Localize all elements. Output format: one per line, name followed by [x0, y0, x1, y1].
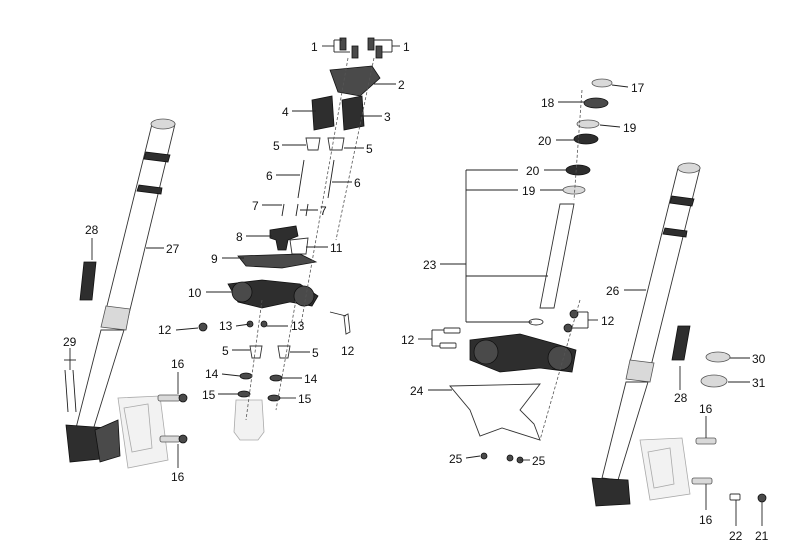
part-9-plate — [237, 253, 318, 269]
part-8-mount — [269, 225, 299, 251]
callout-labels: 1 1 2 3 4 5 5 6 6 7 7 8 11 9 10 12 12 13… — [63, 40, 769, 543]
callout-26: 26 — [606, 284, 620, 298]
part-21 — [757, 493, 767, 503]
steering-stem-ghost — [233, 399, 265, 441]
callout-7: 7 — [252, 199, 259, 213]
callout-14: 14 — [205, 367, 219, 381]
part-3-riser — [341, 95, 365, 131]
callout-7: 7 — [320, 204, 327, 218]
callout-11: 11 — [330, 241, 343, 255]
callout-9: 9 — [211, 252, 218, 266]
part-19-lower — [562, 185, 586, 195]
part-22 — [729, 493, 741, 501]
callout-4: 4 — [282, 105, 289, 119]
part-28-left — [79, 261, 97, 301]
callout-5: 5 — [312, 346, 319, 360]
left-fork-leg — [65, 118, 176, 469]
callout-31: 31 — [752, 376, 766, 390]
callout-12: 12 — [341, 344, 355, 358]
callout-25: 25 — [449, 452, 463, 466]
callout-5: 5 — [273, 139, 280, 153]
callout-27: 27 — [166, 242, 180, 256]
callout-21: 21 — [755, 529, 769, 543]
callout-2: 2 — [398, 78, 405, 92]
callout-25: 25 — [532, 454, 546, 468]
callout-6: 6 — [354, 176, 361, 190]
callout-22: 22 — [729, 529, 743, 543]
part-19-upper — [576, 119, 600, 129]
leader-lines — [64, 39, 763, 526]
callout-13: 13 — [219, 319, 233, 333]
callout-12: 12 — [401, 333, 415, 347]
part-30 — [705, 351, 731, 363]
callout-5: 5 — [222, 344, 229, 358]
callout-18: 18 — [541, 96, 555, 110]
callout-8: 8 — [236, 230, 243, 244]
callout-3: 3 — [384, 110, 391, 124]
callout-10: 10 — [188, 286, 202, 300]
callout-19: 19 — [522, 184, 536, 198]
callout-17: 17 — [631, 81, 645, 95]
callout-16: 16 — [171, 470, 185, 484]
callout-24: 24 — [410, 384, 424, 398]
callout-15: 15 — [298, 392, 312, 406]
callout-23: 23 — [423, 258, 437, 272]
part-2-clamp — [329, 65, 381, 97]
callout-16: 16 — [699, 402, 713, 416]
callout-28: 28 — [85, 223, 99, 237]
callout-1: 1 — [403, 40, 410, 54]
callout-20: 20 — [526, 164, 540, 178]
callout-28: 28 — [674, 391, 688, 405]
part-29-bolts — [64, 369, 77, 413]
part-16-left-bolts — [157, 393, 188, 444]
part-20-upper — [573, 133, 599, 145]
callout-1: 1 — [311, 40, 318, 54]
callout-30: 30 — [752, 352, 766, 366]
callout-16: 16 — [171, 357, 185, 371]
callout-14: 14 — [304, 372, 318, 386]
callout-5: 5 — [366, 142, 373, 156]
part-4-riser — [311, 95, 335, 131]
part-11-bushing — [289, 237, 309, 255]
callout-12: 12 — [158, 323, 172, 337]
callout-19: 19 — [623, 121, 637, 135]
part-17 — [591, 78, 613, 88]
part-31 — [700, 374, 728, 388]
part-18 — [583, 97, 609, 109]
part-23-stem — [539, 203, 575, 309]
callout-12: 12 — [601, 314, 615, 328]
callout-20: 20 — [538, 134, 552, 148]
part-28-right — [671, 325, 691, 361]
part-24-bracket — [449, 383, 541, 441]
part-20-lower — [565, 164, 591, 176]
right-fork-leg — [591, 162, 701, 507]
callout-29: 29 — [63, 335, 77, 349]
callout-13: 13 — [291, 319, 305, 333]
callout-6: 6 — [266, 169, 273, 183]
callout-16: 16 — [699, 513, 713, 527]
part-1-bolts — [339, 37, 383, 59]
callout-15: 15 — [202, 388, 216, 402]
